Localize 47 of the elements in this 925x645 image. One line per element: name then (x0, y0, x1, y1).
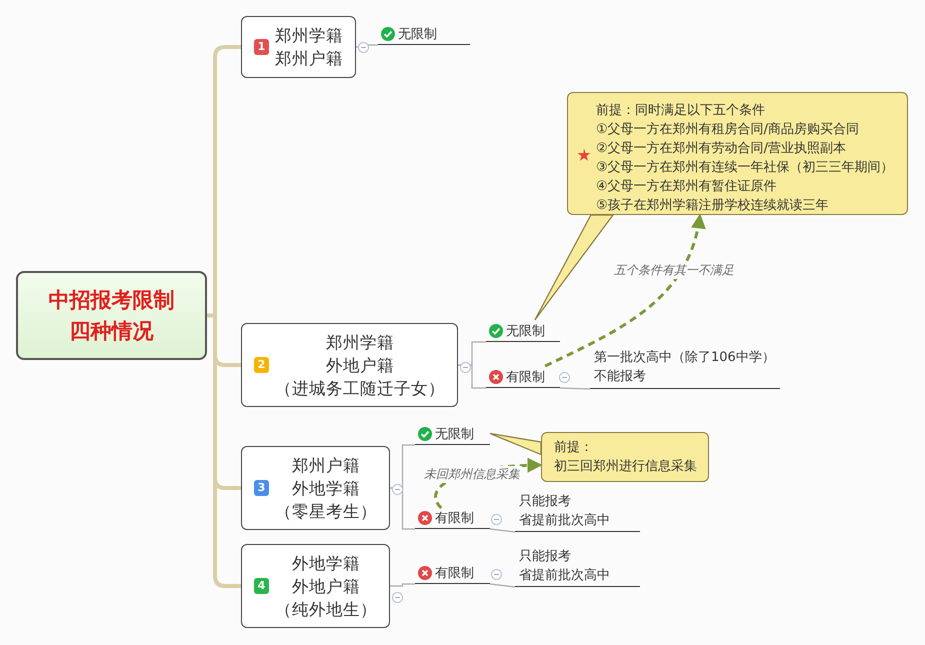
callout-text: ②父母一方在郑州有劳动合同/营业执照副本 (596, 140, 848, 158)
callout-text: ④父母一方在郑州有暂住证原件 (596, 178, 778, 196)
callout-pointer (534, 214, 614, 321)
underlined-topic (415, 563, 490, 584)
topic-text: 无限制 (398, 26, 437, 43)
callout-pointer (489, 432, 542, 456)
number-badge: 2 (254, 357, 269, 373)
topic-box (241, 544, 390, 628)
underlined-text: 只能报考省提前批次高中 (515, 545, 640, 587)
underlined-text: 只能报考省提前批次高中 (515, 490, 640, 532)
edge-label: 未回郑州信息采集 (422, 466, 522, 483)
callout-text: 初三回郑州进行信息采集 (554, 458, 698, 476)
topic-text: 郑州学籍郑州户籍 (275, 25, 343, 70)
topic-text: 郑州学籍外地户籍（进城务工随迁子女） (275, 332, 445, 400)
topic-text: 有限制 (435, 510, 474, 527)
topic-text: 无限制 (506, 322, 545, 340)
connector-line (390, 583, 415, 587)
number-badge: 4 (254, 578, 269, 594)
topic-text: 有限制 (435, 565, 474, 582)
callout-text: ⑤孩子在郑州学籍注册学校连续就读三年 (596, 197, 830, 215)
callout-text: 前提： (554, 439, 594, 457)
underlined-topic (415, 424, 490, 445)
callout-text: ①父母一方在郑州有租房合同/商品房购买合同 (596, 121, 860, 139)
connector-line (560, 387, 590, 390)
connector-line (458, 364, 486, 389)
callout-box (567, 92, 908, 215)
connector-line (490, 583, 516, 588)
topic-box (241, 446, 390, 530)
callout-box (541, 432, 709, 482)
edge-label: 五个条件有其一不满足 (612, 262, 736, 279)
topic-text: 郑州户籍外地学籍（零星考生） (275, 454, 377, 522)
topic-box (241, 16, 356, 78)
underlined-topic (415, 508, 490, 529)
topic-text: 外地学籍外地户籍（纯外地生） (275, 552, 377, 620)
underlined-text: 第一批次高中（除了106中学）不能报考 (590, 346, 780, 389)
connector-line (390, 487, 415, 530)
callout-text: 前提：同时满足以下五个条件 (596, 102, 766, 120)
connector-line (490, 528, 516, 533)
topic-text: 无限制 (435, 426, 474, 443)
underlined-topic (378, 24, 470, 45)
callout-text: ③父母一方在郑州有连续一年社保（初三三年期间） (596, 159, 895, 177)
number-badge: 3 (254, 480, 269, 496)
dashed-arrow (544, 214, 705, 368)
topic-text: 有限制 (506, 368, 545, 386)
number-badge: 1 (254, 39, 269, 55)
topic-box (241, 323, 458, 407)
root-topic-box: 中招报考限制四种情况 (16, 271, 207, 360)
